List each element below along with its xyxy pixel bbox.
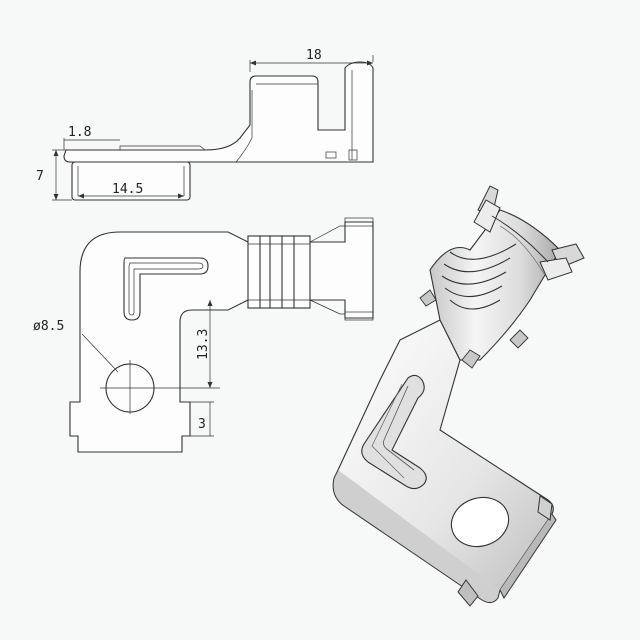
top-view: ø8.5 13.3 3 — [33, 217, 374, 453]
side-profile — [63, 61, 374, 163]
dim-hole-offset: 13.3 — [196, 329, 211, 360]
barrel-3d — [429, 209, 561, 361]
crimp-barrel — [247, 235, 311, 309]
top-profile — [69, 221, 374, 453]
l-slot-3d — [361, 374, 427, 490]
dim-lug-height: 3 — [198, 417, 206, 432]
l-slot — [123, 257, 209, 321]
dim-overall-length: 18 — [306, 48, 322, 63]
isometric-view — [332, 185, 585, 607]
dim-thickness: 1.8 — [68, 125, 91, 140]
side-tab — [71, 161, 191, 201]
dim-hole-diameter: ø8.5 — [33, 319, 64, 334]
hole-3d — [450, 496, 510, 548]
dim-height: 7 — [36, 169, 44, 184]
dim-tab-width: 14.5 — [112, 182, 143, 197]
side-view: 18 1.8 7 14.5 — [36, 48, 374, 201]
